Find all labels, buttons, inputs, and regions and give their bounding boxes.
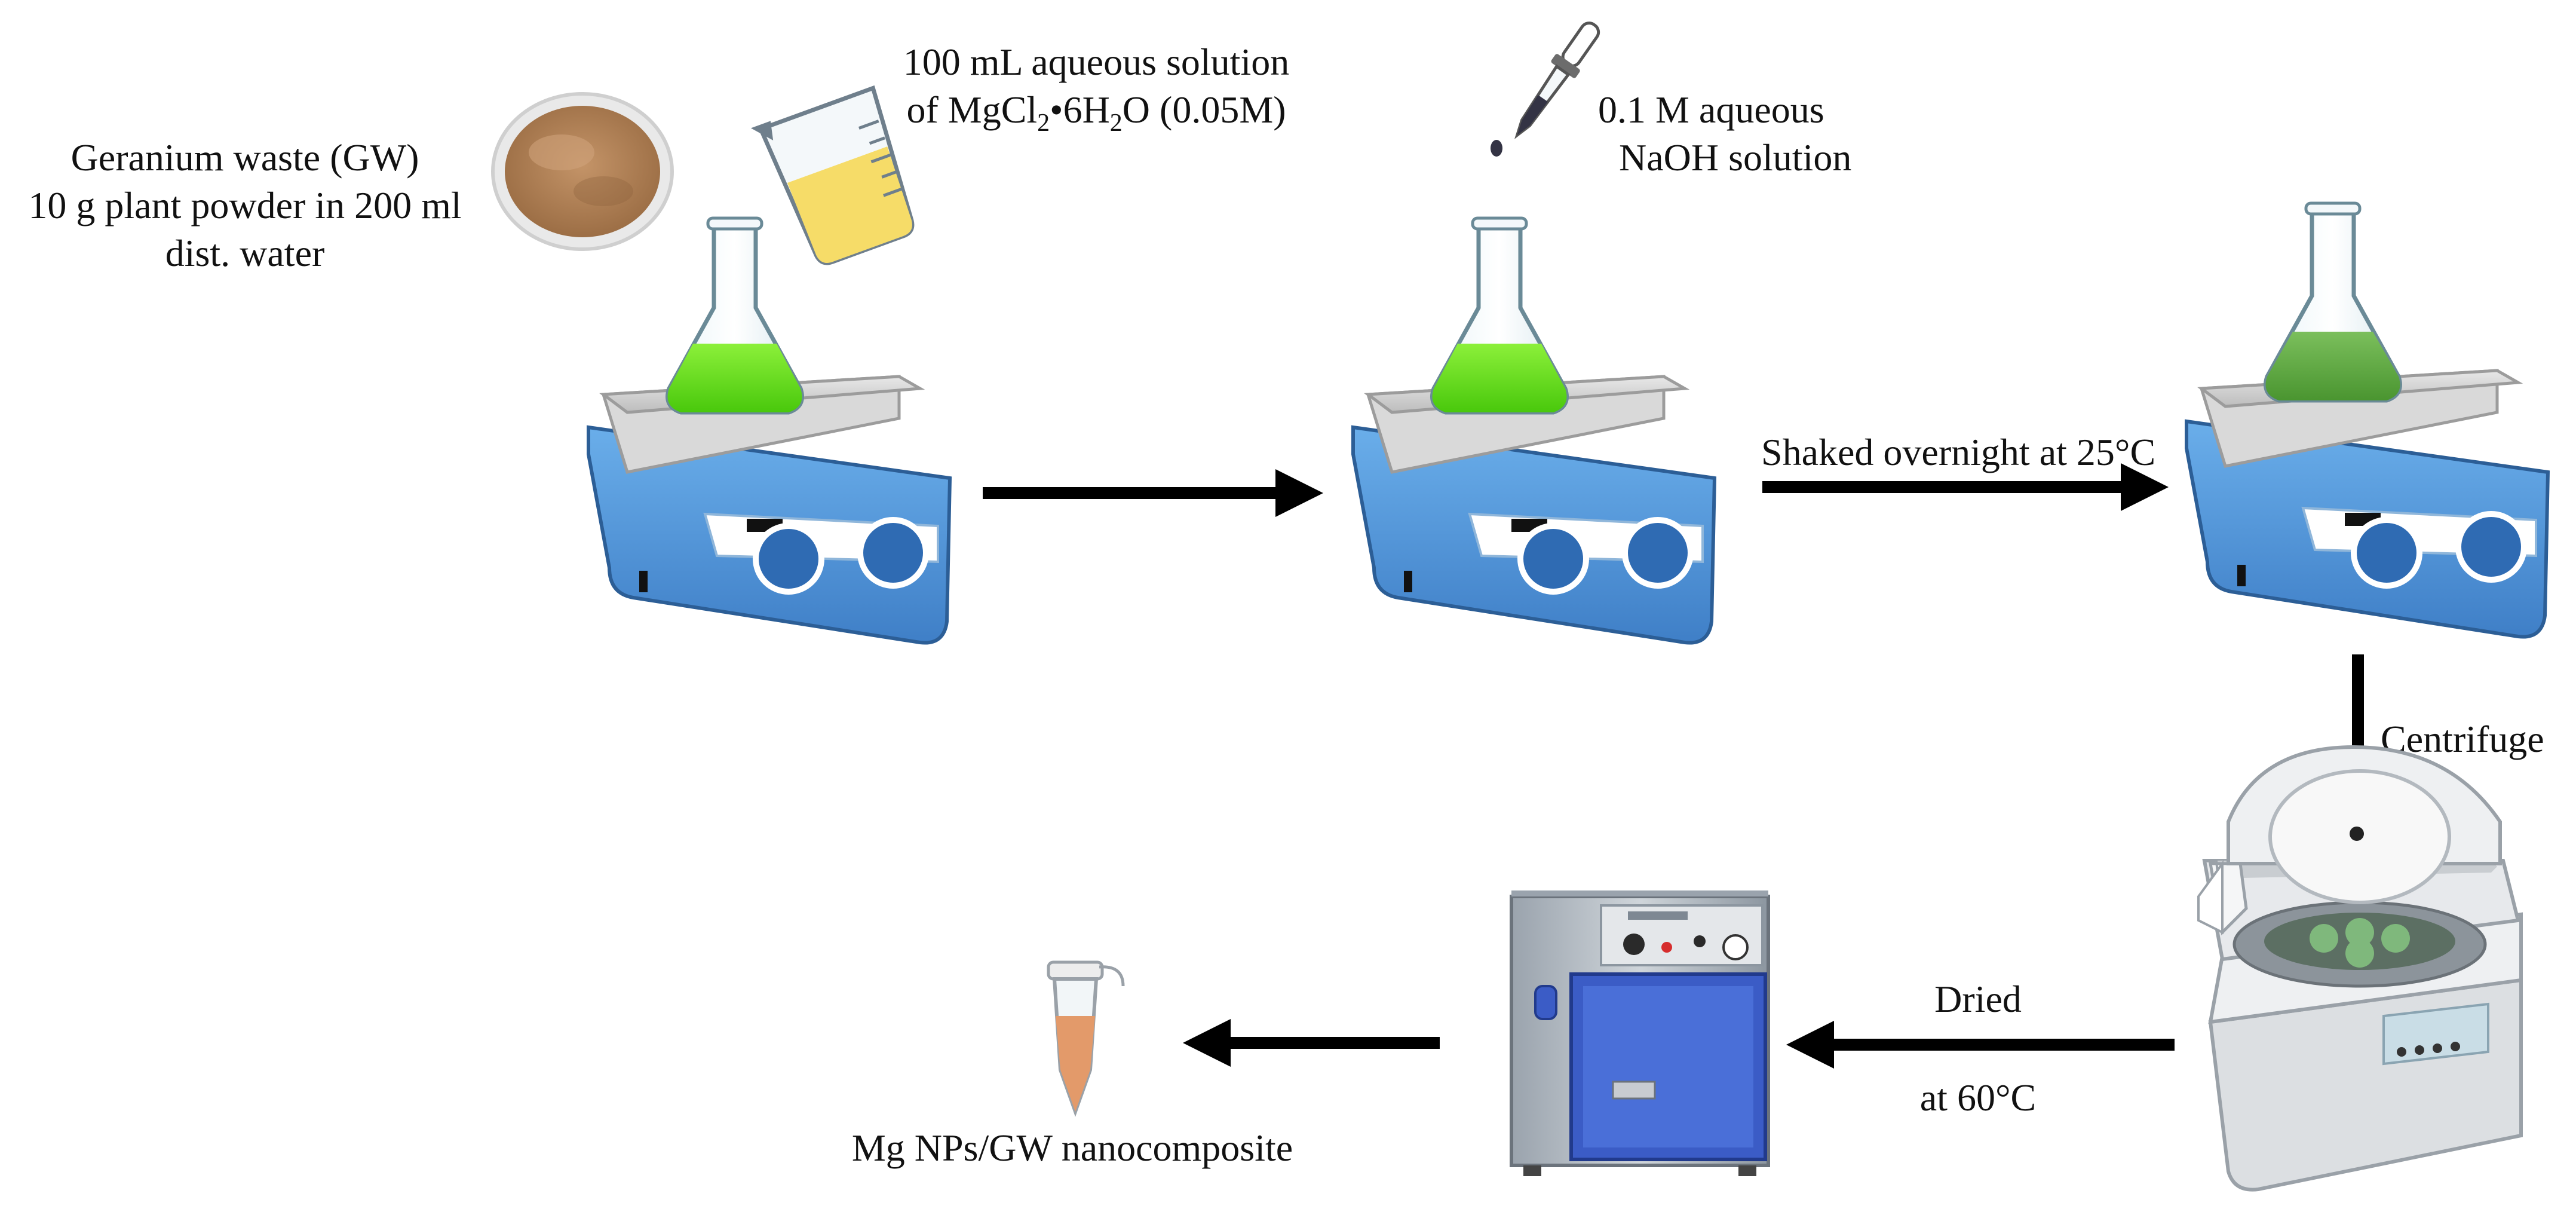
erlenmeyer-flask-2 <box>1430 216 1569 415</box>
hot-plate-stirrer-icon <box>587 375 952 645</box>
label-geranium-waste: Geranium waste (GW) 10 g plant powder in… <box>28 136 461 274</box>
label-temperature: at 60°C <box>1920 1076 2036 1119</box>
mgcl-prefix: of MgCl <box>906 88 1037 131</box>
label-naoh-solution: 0.1 M aqueous NaOH solution <box>1598 88 1851 179</box>
label-dried: Dried <box>1934 978 2022 1020</box>
beaker-yellow-solution-icon <box>750 85 915 265</box>
dropper-icon <box>1514 22 1600 139</box>
mgcl-sub1: 2 <box>1037 109 1050 137</box>
label-mgcl-line1: 100 mL aqueous solution <box>903 41 1289 83</box>
petri-dish-powder-icon <box>491 92 674 251</box>
microcentrifuge-tube-icon <box>1047 960 1125 1117</box>
label-shaked-overnight: Shaked overnight at 25°C <box>1761 431 2155 473</box>
mgcl-sub2: 2 <box>1110 109 1123 137</box>
label-gw-line3: dist. water <box>165 232 325 274</box>
label-gw-line2: 10 g plant powder in 200 ml <box>28 184 461 227</box>
label-naoh-line2: NaOH solution <box>1619 136 1851 179</box>
mgcl-mid: •6H <box>1050 88 1110 131</box>
dropper-drop <box>1491 140 1502 157</box>
label-naoh-line1: 0.1 M aqueous <box>1598 88 1824 131</box>
drying-oven-icon <box>1510 890 1770 1176</box>
label-mgcl2-solution: 100 mL aqueous solution of MgCl2•6H2O (0… <box>903 41 1289 137</box>
hot-plate-stirrer-icon-2 <box>1351 375 1717 645</box>
label-product: Mg NPs/GW nanocomposite <box>852 1127 1293 1169</box>
mgcl-suffix: O (0.05M) <box>1123 88 1286 131</box>
label-mgcl-line2: of MgCl2•6H2O (0.05M) <box>906 88 1286 137</box>
label-gw-line1: Geranium waste (GW) <box>71 136 419 179</box>
centrifuge-machine-icon <box>2197 745 2523 1192</box>
erlenmeyer-flask-1 <box>666 216 804 415</box>
erlenmeyer-flask-3 <box>2264 201 2402 403</box>
hot-plate-stirrer-icon-3 <box>2185 369 2550 639</box>
